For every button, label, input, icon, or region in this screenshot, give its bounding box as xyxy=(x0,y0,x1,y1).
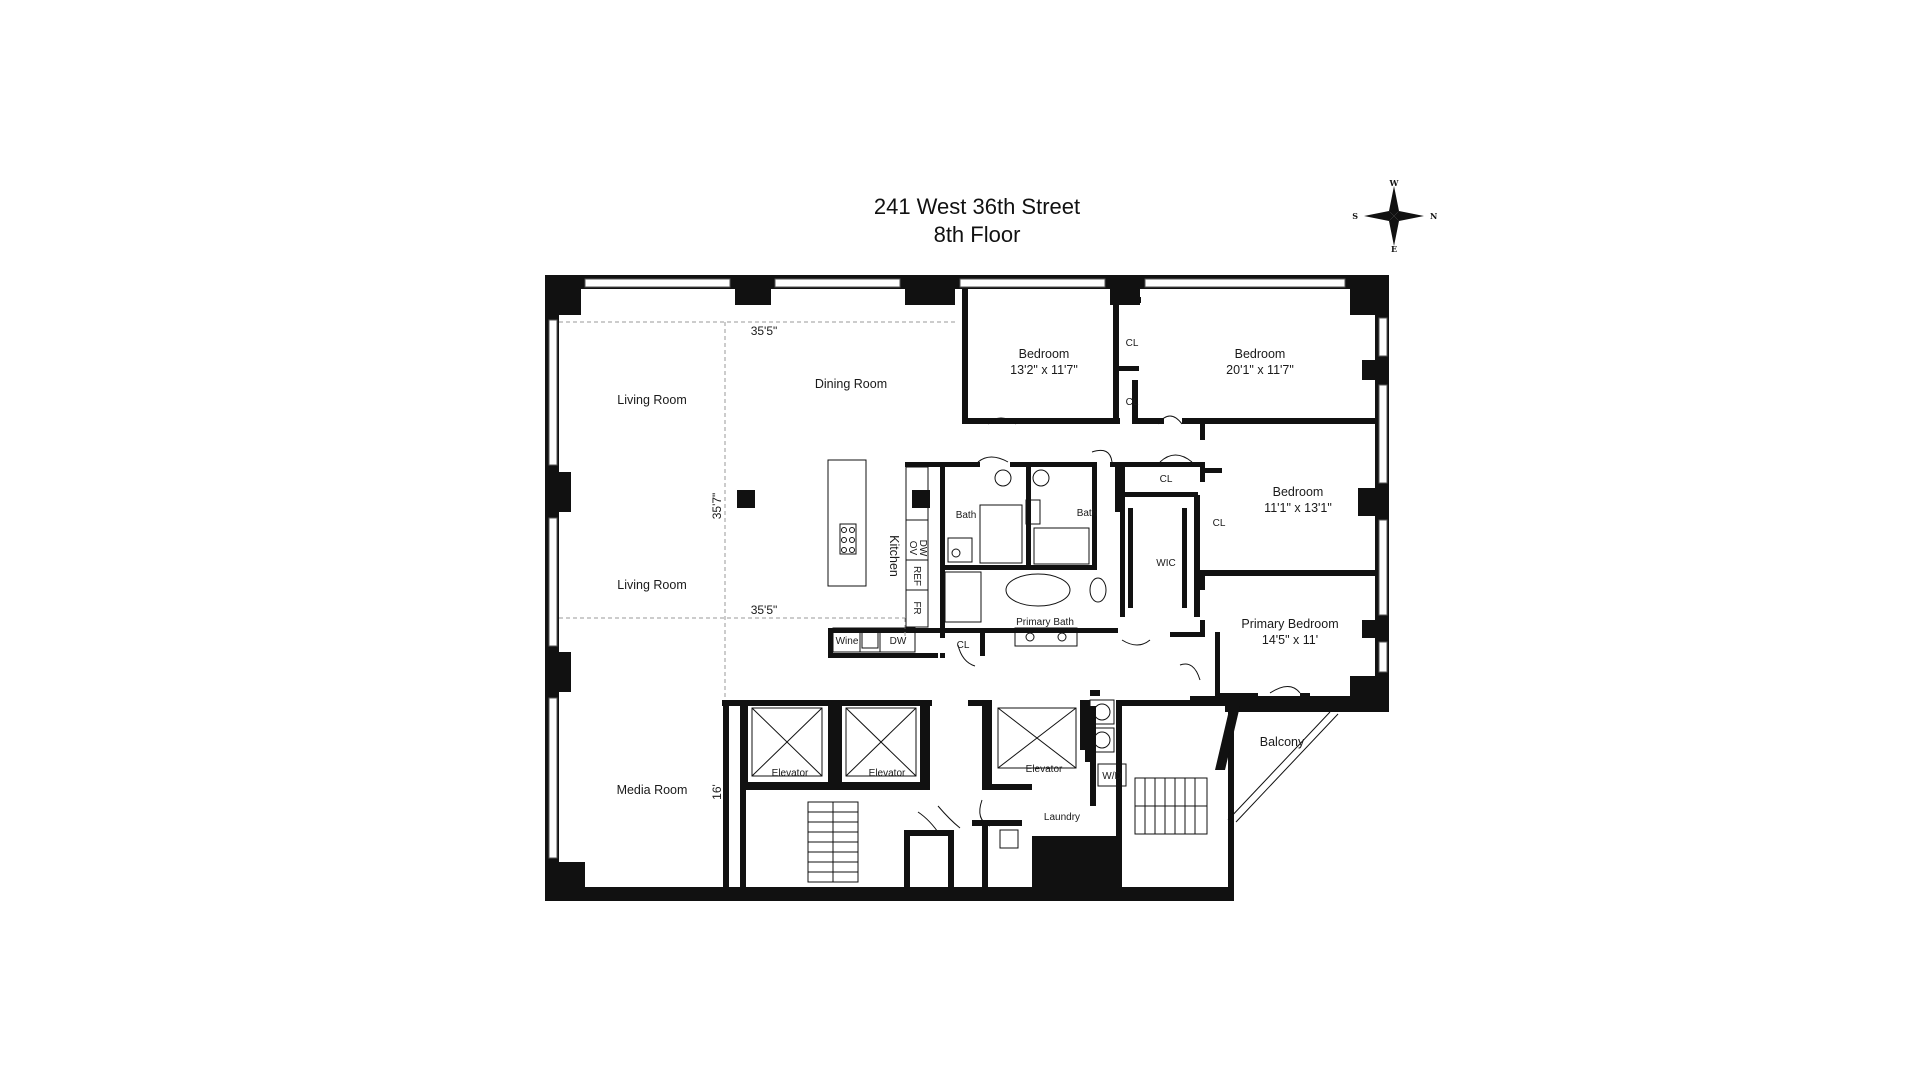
doors xyxy=(917,415,1301,836)
label-bedroom-1: Bedroom xyxy=(1019,347,1070,361)
label-bath-1: Bath xyxy=(956,510,977,521)
dim-mid-width: 35'5" xyxy=(751,603,778,617)
label-wd: W/D xyxy=(1102,771,1121,782)
fixture-labels: CL CL CL CL CL Wine DW DW OV REF FR W/D xyxy=(836,338,1226,782)
label-elevator-1: Elevator xyxy=(772,768,809,779)
label-cl-hall: CL xyxy=(1160,474,1173,485)
label-bedroom-2-size: 20'1" x 11'7" xyxy=(1226,363,1294,377)
dimension-labels: 35'5" 35'5" 35'7" 16' xyxy=(710,324,777,800)
label-primary-bedroom: Primary Bedroom xyxy=(1241,617,1338,631)
label-elevator-3: Elevator xyxy=(1026,764,1063,775)
label-bedroom-2: Bedroom xyxy=(1235,347,1286,361)
kitchen-island xyxy=(827,459,867,587)
label-kitchen: Kitchen xyxy=(887,535,901,577)
stairs xyxy=(807,777,1208,883)
label-living-room-1: Living Room xyxy=(617,393,686,407)
plan-address: 241 West 36th Street xyxy=(874,194,1080,219)
label-dw-ov: DW xyxy=(917,540,928,557)
label-dining-room: Dining Room xyxy=(815,377,887,391)
label-ref: REF xyxy=(911,566,922,586)
label-cl-kitchen: CL xyxy=(957,640,970,651)
label-dw: DW xyxy=(890,636,907,647)
plan-floor: 8th Floor xyxy=(934,222,1021,247)
compass-south: S xyxy=(1352,211,1358,221)
compass-north: N xyxy=(1430,211,1437,221)
label-living-room-2: Living Room xyxy=(617,578,686,592)
dim-top-width: 35'5" xyxy=(751,324,778,338)
label-elevator-2: Elevator xyxy=(869,768,906,779)
compass-icon: W E S N xyxy=(1352,178,1437,254)
label-cl-bedroom-1b: CL xyxy=(1126,397,1139,408)
label-bedroom-3: Bedroom xyxy=(1273,485,1324,499)
bath-fixtures xyxy=(944,469,1115,849)
label-ov: OV xyxy=(907,541,918,556)
room-labels: Living Room Living Room Dining Room Medi… xyxy=(617,347,1339,823)
label-balcony: Balcony xyxy=(1260,735,1305,749)
column xyxy=(737,490,755,508)
compass-west: W xyxy=(1389,178,1400,188)
room-dividers xyxy=(559,321,1339,823)
label-wine: Wine xyxy=(836,636,859,647)
label-wic: WIC xyxy=(1156,558,1175,569)
washer-dryer xyxy=(1097,763,1127,787)
label-bedroom-3-size: 11'1" x 13'1" xyxy=(1264,501,1332,515)
column xyxy=(912,490,930,508)
windows xyxy=(548,278,1388,859)
elevator-shafts xyxy=(751,707,1077,777)
kitchen-counters xyxy=(832,466,929,653)
label-primary-bedroom-size: 14'5" x 11' xyxy=(1262,633,1318,647)
dim-height: 35'7" xyxy=(710,493,724,520)
label-bath-2: Bath xyxy=(1077,508,1098,519)
label-media-room: Media Room xyxy=(617,783,688,797)
dim-media-height: 16' xyxy=(710,784,724,800)
label-cl-bedroom-3: CL xyxy=(1213,518,1226,529)
label-bedroom-1-size: 13'2" x 11'7" xyxy=(1010,363,1078,377)
label-fr: FR xyxy=(911,601,922,614)
label-laundry: Laundry xyxy=(1044,812,1080,823)
compass-east: E xyxy=(1391,244,1397,254)
label-primary-bath: Primary Bath xyxy=(1016,617,1074,628)
interior-walls xyxy=(722,289,1375,901)
label-cl-bedroom-1a: CL xyxy=(1126,338,1139,349)
